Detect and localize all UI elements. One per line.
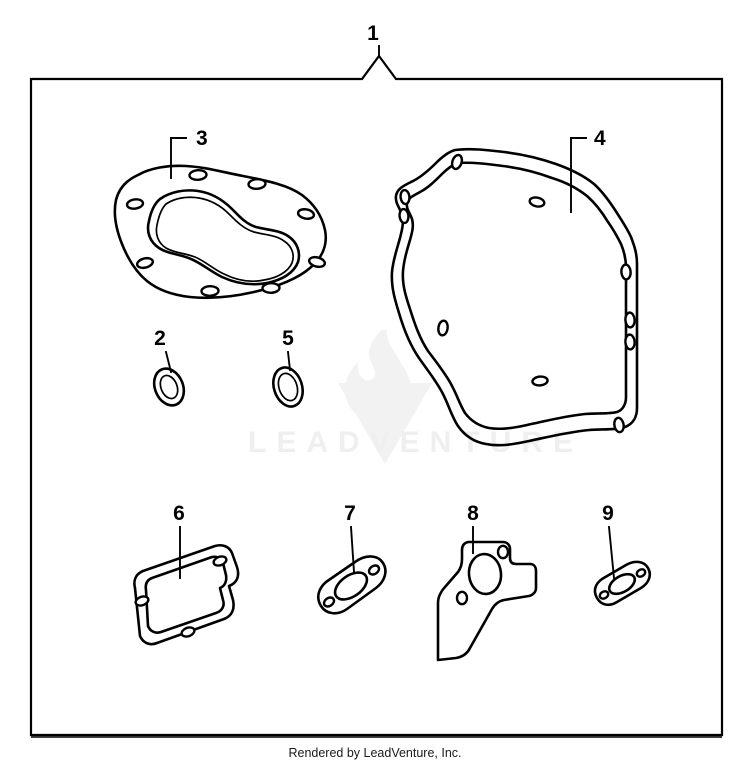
callout-9-leader — [607, 525, 616, 580]
callout-7-leader — [349, 525, 356, 574]
part-7-carburetor-gasket: 7 — [316, 502, 387, 615]
flame-v-logo-icon — [338, 330, 432, 464]
part-3-cylinder-head-gasket: 3 — [113, 127, 328, 300]
part-9-muffler-gasket: 9 — [593, 502, 652, 607]
callout-2-label: 2 — [154, 327, 166, 350]
callout-1: 1 — [367, 22, 380, 57]
part-2-o-ring-seal: 2 — [152, 327, 186, 407]
part-8-carburetor-insulator-gasket: 8 — [436, 502, 538, 662]
callout-9-label: 9 — [602, 502, 614, 525]
callout-8-label: 8 — [467, 502, 479, 525]
callout-5-label: 5 — [282, 327, 294, 350]
diagram-frame — [29, 54, 724, 737]
watermark-label: LEADVENTURE — [248, 426, 583, 459]
callout-6-label: 6 — [173, 502, 185, 525]
callout-2-leader — [164, 350, 173, 374]
callout-1-label: 1 — [367, 22, 379, 45]
footer-credit: Rendered by LeadVenture, Inc. — [288, 746, 461, 760]
part-6-valve-cover-gasket: 6 — [133, 502, 240, 646]
watermark: LEADVENTURE — [248, 330, 583, 464]
callout-3-label: 3 — [196, 127, 208, 150]
part-5-o-ring: 5 — [272, 327, 304, 408]
callout-5-leader — [286, 350, 292, 372]
part-4-crankcase-cover-gasket: 4 — [390, 127, 639, 447]
callout-7-label: 7 — [344, 502, 356, 525]
callout-4-label: 4 — [594, 127, 606, 150]
